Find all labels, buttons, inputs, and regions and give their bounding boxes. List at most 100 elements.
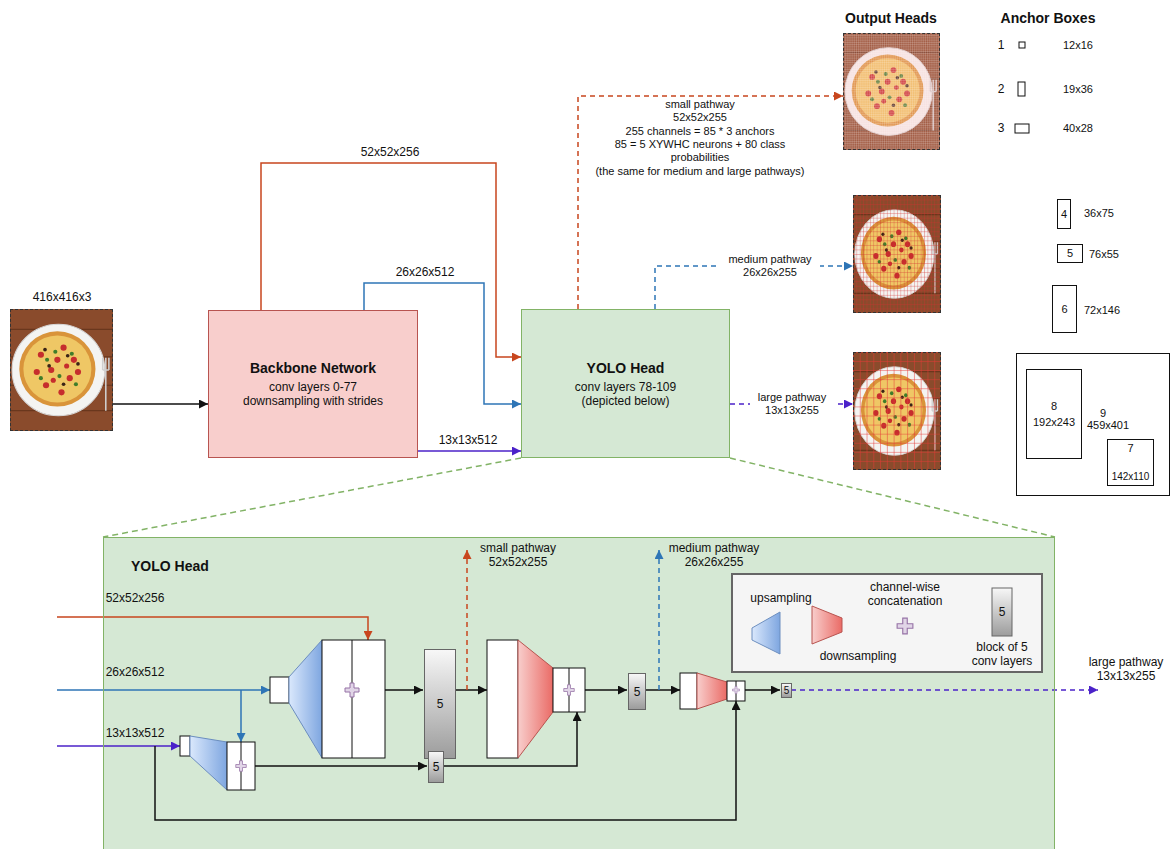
dimension: 72x146 bbox=[1084, 304, 1120, 317]
connector bbox=[578, 96, 843, 309]
panel-fill bbox=[103, 537, 1055, 849]
edge-label: 13x13x512 bbox=[439, 433, 498, 447]
callout-number: 6 bbox=[1061, 303, 1067, 316]
concat-box bbox=[322, 640, 385, 758]
block-count: 5 bbox=[433, 760, 440, 774]
grid-tint bbox=[843, 33, 940, 150]
yolo-head-box: YOLO Headconv layers 78-109 (depicted be… bbox=[521, 309, 730, 458]
wire bbox=[645, 689, 680, 691]
concat-box bbox=[227, 742, 255, 790]
upsampling-shape bbox=[289, 640, 322, 758]
feature-map bbox=[270, 677, 289, 703]
anchor-box: 8192x243 bbox=[1026, 369, 1082, 459]
wire bbox=[255, 765, 427, 767]
pathway-label: large pathway 13x13x255 bbox=[1083, 655, 1169, 683]
feature-map bbox=[680, 673, 697, 709]
callout-number: 7 bbox=[1127, 442, 1133, 455]
note: 85 = 5 XYWHC neurons + 80 class probabil… bbox=[610, 138, 790, 164]
conv-block: 5 bbox=[424, 649, 456, 759]
input-image: 416x416x3 bbox=[10, 309, 113, 431]
pathway-label: medium pathway 26x26x255 bbox=[665, 541, 763, 569]
dimension: 12x16 bbox=[1063, 39, 1093, 52]
legend-block bbox=[992, 588, 1012, 636]
block-count: 5 bbox=[784, 685, 790, 697]
legend-box bbox=[732, 574, 1042, 672]
legend-label: channel-wise concatenation bbox=[850, 580, 960, 608]
concat-symbol bbox=[345, 683, 359, 697]
anchor-box: 7 142x110 bbox=[1107, 439, 1154, 486]
grid-overlay bbox=[853, 352, 941, 470]
tensor-size: 13x13x512 bbox=[106, 726, 165, 740]
edge-label: large pathway 13x13x255 bbox=[750, 391, 834, 417]
wire bbox=[745, 689, 780, 691]
callout-number: 2 bbox=[998, 82, 1005, 96]
feature-map bbox=[180, 736, 190, 756]
concat-symbol bbox=[733, 687, 740, 694]
wire bbox=[791, 689, 1098, 691]
tensor-size: 52x52x256 bbox=[106, 591, 165, 605]
callout-number: 8 bbox=[1051, 400, 1057, 413]
edge-label: 26x26x512 bbox=[396, 265, 455, 279]
feature-map bbox=[487, 640, 518, 758]
block-count: 5 bbox=[999, 605, 1006, 619]
edge-label: medium pathway 26x26x255 bbox=[720, 253, 820, 279]
dimension: 76x55 bbox=[1089, 248, 1119, 261]
callout-number: 3 bbox=[998, 121, 1005, 135]
downsampling-shape bbox=[518, 640, 553, 758]
pizza-photo bbox=[853, 195, 941, 313]
column-heading: Anchor Boxes bbox=[1001, 10, 1096, 27]
wire bbox=[57, 745, 180, 747]
dimension: 142x110 bbox=[1112, 471, 1150, 483]
wire bbox=[658, 550, 660, 690]
edge-label: 52x52x256 bbox=[361, 145, 420, 159]
wire bbox=[455, 689, 487, 691]
concat-symbol bbox=[564, 685, 575, 696]
legend-label: upsampling bbox=[750, 591, 811, 605]
anchor-shape bbox=[1018, 82, 1025, 96]
legend-downsampling bbox=[812, 606, 842, 644]
output-head-image bbox=[843, 33, 940, 150]
output-head-image bbox=[853, 195, 941, 313]
anchor-box: 4 bbox=[1057, 199, 1071, 229]
anchor-box: 5 bbox=[1057, 244, 1083, 263]
connector bbox=[113, 403, 208, 405]
dimension: 36x75 bbox=[1084, 207, 1114, 220]
wire bbox=[385, 689, 423, 691]
pizza-photo bbox=[853, 352, 941, 470]
callout-number: 4 bbox=[1061, 208, 1067, 221]
wire bbox=[240, 690, 242, 742]
concat-symbol bbox=[236, 761, 247, 772]
anchor-box-large: 8192x2437142x1109459x401 bbox=[1016, 353, 1170, 496]
column-heading: Output Heads bbox=[845, 10, 937, 27]
note: (the same for medium and large pathways) bbox=[595, 165, 804, 178]
dimension: 416x416x3 bbox=[33, 290, 92, 304]
box-subtitle: conv layers 0-77 downsampling with strid… bbox=[233, 380, 393, 408]
tensor-size: 26x26x512 bbox=[106, 665, 165, 679]
connector bbox=[418, 450, 521, 452]
conv-block: 5 bbox=[428, 751, 444, 783]
upsampling-shape bbox=[190, 736, 227, 790]
pizza-photo bbox=[10, 309, 113, 431]
dimension: 19x36 bbox=[1063, 83, 1093, 96]
wire bbox=[585, 689, 627, 691]
wire bbox=[57, 689, 270, 691]
conv-block: 5 bbox=[781, 683, 792, 698]
pizza-photo bbox=[843, 33, 940, 150]
downsampling-shape bbox=[697, 673, 727, 709]
edge-label: small pathway 52x52x255 bbox=[650, 98, 750, 124]
legend-upsampling bbox=[752, 612, 780, 654]
dimension: 40x28 bbox=[1063, 122, 1093, 135]
wire bbox=[466, 550, 468, 690]
legend-concat bbox=[897, 618, 913, 634]
callout-number: 1 bbox=[998, 38, 1005, 52]
conv-block: 5 bbox=[628, 673, 646, 710]
concat-divider bbox=[352, 640, 353, 758]
concat-box bbox=[553, 668, 585, 712]
callout-number: 5 bbox=[1067, 247, 1073, 260]
legend-label: block of 5 conv layers bbox=[969, 640, 1035, 668]
pathway-label: small pathway 52x52x255 bbox=[472, 541, 564, 569]
panel-title: YOLO Head bbox=[131, 558, 209, 575]
grid-overlay bbox=[843, 33, 940, 150]
anchor-shape bbox=[1015, 124, 1029, 133]
dimension: 459x401 bbox=[1087, 419, 1129, 432]
